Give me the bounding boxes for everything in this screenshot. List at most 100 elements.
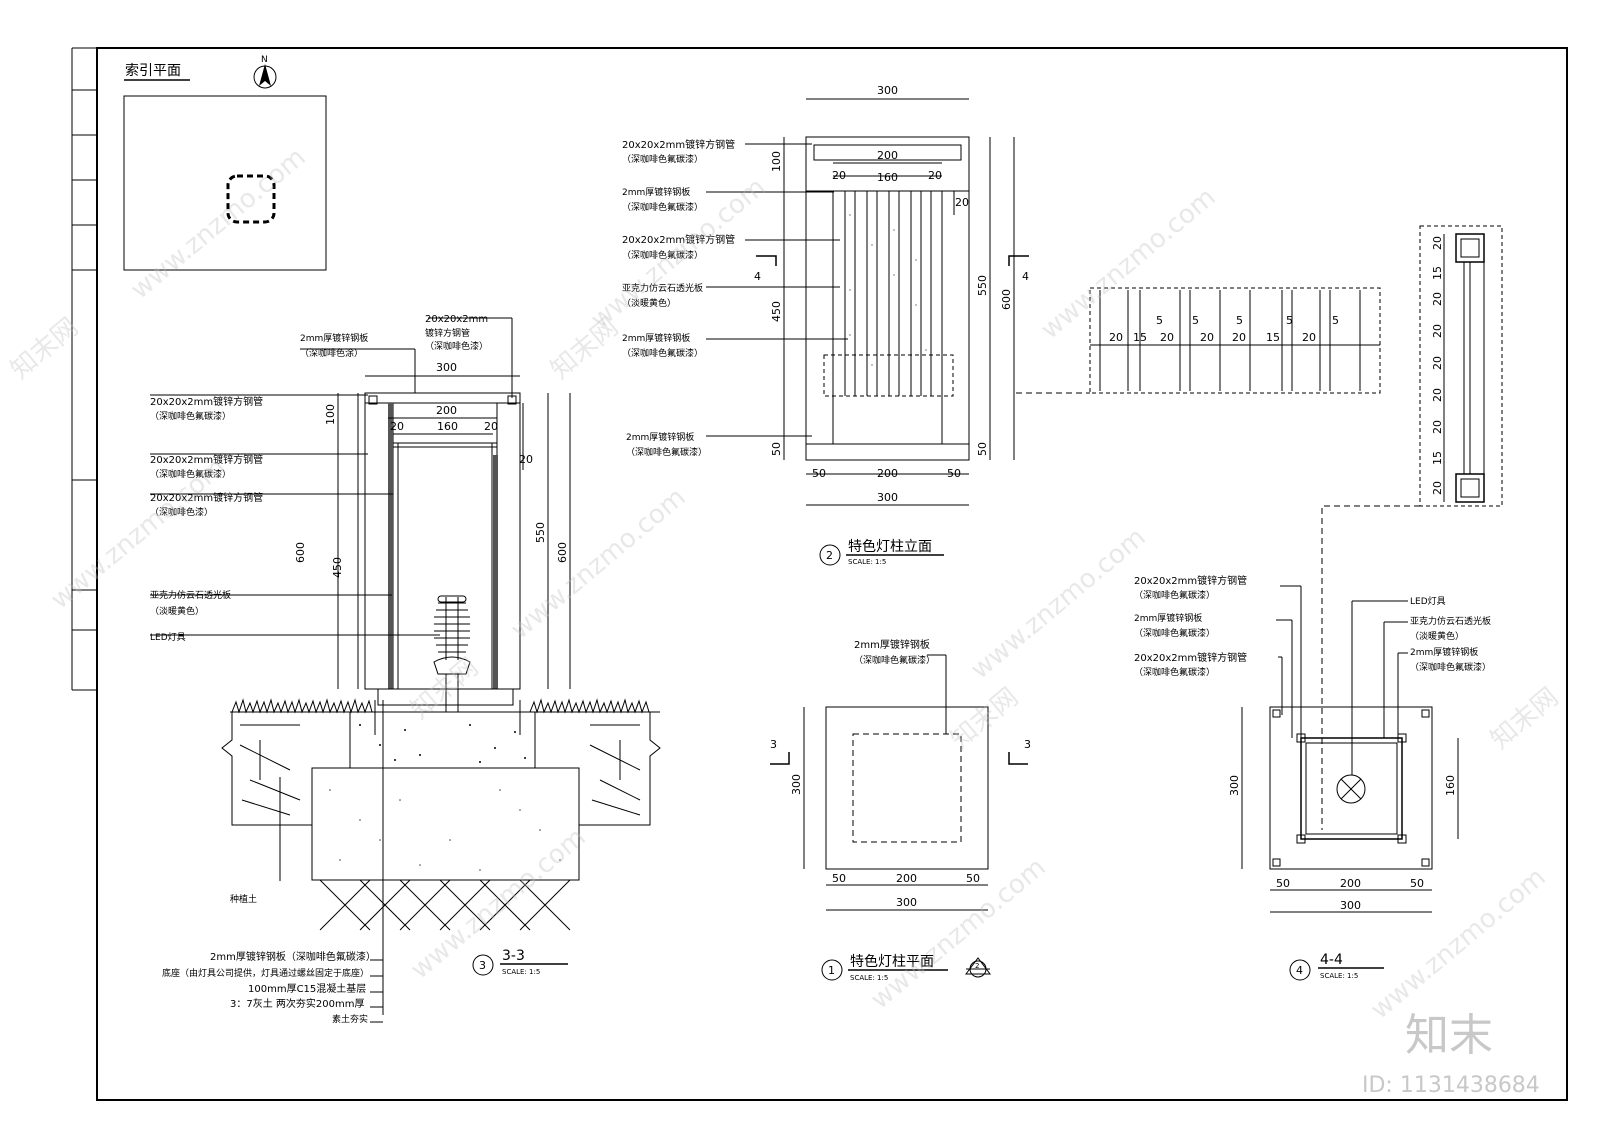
svg-text:镀锌方钢管: 镀锌方钢管: [425, 327, 470, 339]
svg-text:（深咖啡色漆）: （深咖啡色漆）: [150, 506, 213, 518]
svg-text:4: 4: [1296, 964, 1303, 977]
svg-text:20: 20: [1232, 331, 1246, 344]
svg-text:1: 1: [828, 964, 835, 977]
svg-text:亚克力仿云石透光板: 亚克力仿云石透光板: [1410, 615, 1491, 627]
svg-text:300: 300: [436, 361, 457, 374]
svg-text:5: 5: [1236, 314, 1243, 327]
svg-text:SCALE: 1:5: SCALE: 1:5: [1320, 972, 1358, 980]
svg-text:5: 5: [1332, 314, 1339, 327]
svg-text:300: 300: [877, 491, 898, 504]
svg-text:（深咖啡色氟碳漆）: （深咖啡色氟碳漆）: [854, 654, 935, 666]
svg-text:50: 50: [966, 872, 980, 885]
svg-text:600: 600: [1000, 289, 1013, 310]
north-arrow-icon: N: [253, 55, 277, 89]
svg-text:50: 50: [1410, 877, 1424, 890]
index-plan-frame: [123, 95, 327, 271]
concrete-footing: [349, 711, 536, 769]
svg-text:20: 20: [928, 169, 942, 182]
planting-soil: [221, 712, 661, 826]
svg-text:200: 200: [436, 404, 457, 417]
svg-text:15: 15: [1266, 331, 1280, 344]
svg-text:2mm厚镀锌钢板: 2mm厚镀锌钢板: [854, 638, 930, 651]
svg-text:20x20x2mm镀锌方钢管: 20x20x2mm镀锌方钢管: [1134, 651, 1247, 664]
svg-text:4: 4: [1022, 270, 1029, 283]
svg-text:300: 300: [1340, 899, 1361, 912]
svg-text:N: N: [261, 55, 268, 65]
svg-text:50: 50: [947, 467, 961, 480]
svg-text:50: 50: [770, 442, 783, 456]
section-3-3: 20x20x2mm 镀锌方钢管 （深咖啡色漆） 2mm厚镀锌钢板 （深咖啡色涂）…: [150, 314, 661, 1025]
elevation-number-badge: [819, 544, 841, 566]
svg-text:（深咖啡色漆）: （深咖啡色漆）: [425, 340, 488, 352]
svg-text:SCALE: 1:5: SCALE: 1:5: [848, 558, 886, 566]
svg-text:（深咖啡色涂）: （深咖啡色涂）: [300, 347, 363, 359]
svg-text:300: 300: [896, 896, 917, 909]
base-plate: [377, 688, 514, 706]
svg-text:（深咖啡色氟碳漆）: （深咖啡色氟碳漆）: [622, 153, 703, 165]
svg-text:www.znzmo.com: www.znzmo.com: [125, 142, 311, 305]
svg-text:3: 3: [1024, 738, 1031, 751]
svg-text:SCALE: 1:5: SCALE: 1:5: [502, 968, 540, 976]
svg-text:www.znzmo.com: www.znzmo.com: [965, 522, 1151, 685]
elevation-title: 特色灯柱立面: [848, 538, 932, 555]
plan-number-badge: [821, 959, 843, 981]
svg-text:20: 20: [390, 420, 404, 433]
svg-text:50: 50: [1276, 877, 1290, 890]
section44-number-badge: [1289, 959, 1311, 981]
svg-text:（深咖啡色氟碳漆）: （深咖啡色氟碳漆）: [150, 468, 231, 480]
svg-text:20x20x2mm镀锌方钢管: 20x20x2mm镀锌方钢管: [150, 395, 263, 408]
svg-text:5: 5: [1192, 314, 1199, 327]
index-plan: 索引平面 N: [123, 55, 327, 271]
svg-text:www.znzmo.com: www.znzmo.com: [405, 822, 591, 985]
svg-text:2: 2: [826, 549, 833, 562]
svg-text:20: 20: [1431, 236, 1444, 250]
svg-text:www.znzmo.com: www.znzmo.com: [1365, 862, 1551, 1025]
svg-text:20x20x2mm镀锌方钢管: 20x20x2mm镀锌方钢管: [622, 233, 735, 246]
svg-text:20: 20: [1431, 388, 1444, 402]
svg-text:（深咖啡色氟碳漆）: （深咖啡色氟碳漆）: [1134, 627, 1215, 639]
sheet-border: [96, 47, 1568, 1101]
svg-text:（深咖啡色氟碳漆）: （深咖啡色氟碳漆）: [1134, 589, 1215, 601]
svg-text:450: 450: [331, 557, 344, 578]
watermark-layer: www.znzmo.com www.znzmo.com www.znzmo.co…: [5, 142, 1564, 1025]
svg-text:知末网: 知末网: [1485, 682, 1564, 755]
svg-text:20x20x2mm: 20x20x2mm: [425, 314, 488, 325]
elevation-reference-marker-icon: 2: [965, 957, 991, 978]
svg-text:300: 300: [790, 774, 803, 795]
detail-row-enlarged: 20 15 20 20 20 15 20 5 5 5 5 5: [1016, 287, 1381, 394]
svg-text:底座（由灯具公司提供，灯具通过螺丝固定于底座）: 底座（由灯具公司提供，灯具通过螺丝固定于底座）: [162, 967, 369, 979]
svg-text:3: 3: [770, 738, 777, 751]
svg-text:50: 50: [812, 467, 826, 480]
svg-text:2mm厚镀锌钢板: 2mm厚镀锌钢板: [622, 186, 690, 198]
svg-text:20: 20: [955, 196, 969, 209]
svg-text:20: 20: [832, 169, 846, 182]
svg-text:2mm厚镀锌钢板: 2mm厚镀锌钢板: [626, 431, 694, 443]
svg-text:100: 100: [324, 404, 337, 425]
svg-text:200: 200: [1340, 877, 1361, 890]
svg-text:20: 20: [1109, 331, 1123, 344]
svg-text:2mm厚镀锌钢板: 2mm厚镀锌钢板: [1134, 612, 1202, 624]
svg-text:20: 20: [1431, 420, 1444, 434]
svg-text:50: 50: [976, 442, 989, 456]
svg-text:（深咖啡色氟碳漆）: （深咖啡色氟碳漆）: [1410, 661, 1491, 673]
svg-text:20x20x2mm镀锌方钢管: 20x20x2mm镀锌方钢管: [150, 491, 263, 504]
svg-text:20: 20: [1160, 331, 1174, 344]
svg-text:600: 600: [294, 542, 307, 563]
svg-text:2mm厚镀锌钢板: 2mm厚镀锌钢板: [1410, 646, 1478, 658]
svg-text:200: 200: [896, 872, 917, 885]
led-lamp-plan-icon: [1336, 774, 1366, 804]
section33-title: 3-3: [502, 948, 525, 964]
svg-text:3：7灰土 两次夯实200mm厚: 3：7灰土 两次夯实200mm厚: [230, 997, 364, 1010]
svg-text:20: 20: [1431, 481, 1444, 495]
svg-text:LED灯具: LED灯具: [150, 632, 186, 643]
svg-text:300: 300: [877, 84, 898, 97]
detail-column-enlarged: 20 15 20 20 20 20 20 15 20: [1321, 225, 1503, 830]
svg-text:亚克力仿云石透光板: 亚克力仿云石透光板: [150, 589, 231, 601]
brand-logo: 知末: [1405, 1010, 1493, 1061]
plan-view: 2mm厚镀锌钢板 （深咖啡色氟碳漆） 300 50 200 50 300 3 3…: [770, 638, 1031, 982]
svg-text:20: 20: [484, 420, 498, 433]
earth-hatch: [312, 879, 579, 931]
svg-text:（深咖啡色氟碳漆）: （深咖啡色氟碳漆）: [150, 410, 231, 422]
section44-outline: [1269, 706, 1433, 870]
